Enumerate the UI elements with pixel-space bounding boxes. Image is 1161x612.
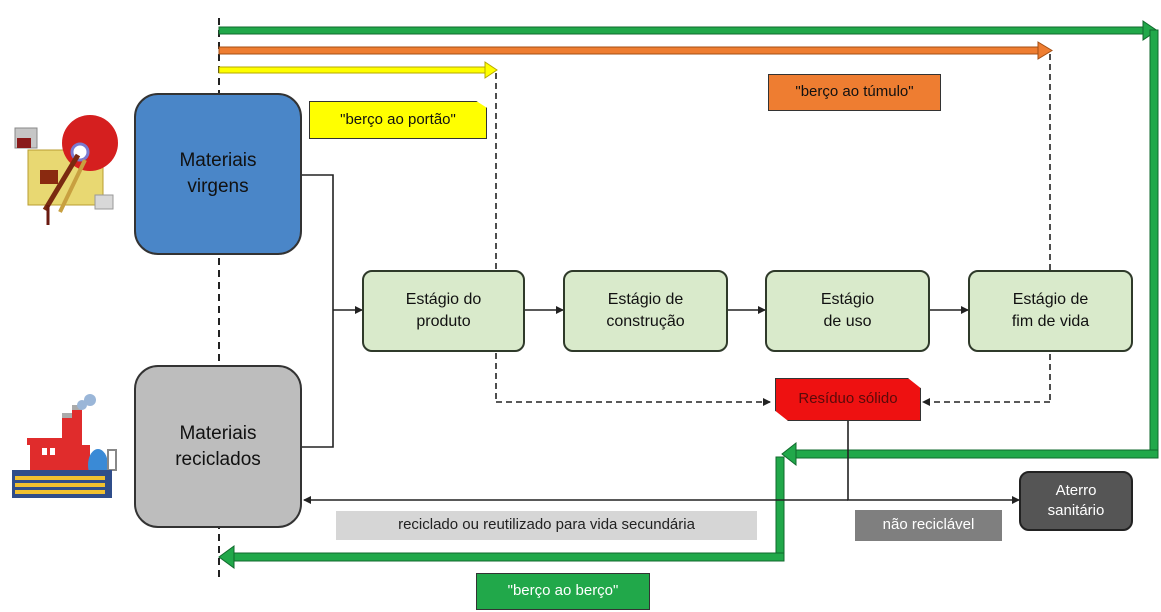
landfill-box: Aterro sanitário (1019, 471, 1133, 531)
stage-construction: Estágio de construção (563, 270, 728, 352)
cradle-to-grave-arrow (218, 41, 1053, 60)
cradle-to-grave-label: "berço ao túmulo" (768, 74, 941, 111)
stage-use: Estágio de uso (765, 270, 930, 352)
recycled-materials-box: Materiais reciclados (134, 365, 302, 528)
non-recyclable-label: não reciclável (855, 510, 1002, 541)
cradle-to-cradle-label: "berço ao berço" (476, 573, 650, 610)
solid-waste-box: Resíduo sólido (775, 378, 921, 421)
stage-end-of-life: Estágio de fim de vida (968, 270, 1133, 352)
cradle-to-gate-arrow (218, 61, 498, 79)
cradle-to-gate-label: "berço ao portão" (309, 101, 487, 139)
stage-product: Estágio do produto (362, 270, 525, 352)
cradle-to-cradle-top-arrow (218, 20, 1159, 467)
waste-to-landfill-arrow (847, 420, 1020, 504)
cradle-to-cradle-return-arrow (218, 456, 785, 569)
recycled-flow-label: reciclado ou reutilizado para vida secun… (336, 511, 757, 540)
recycled-material-connector (302, 310, 334, 448)
virgin-materials-box: Materiais virgens (134, 93, 302, 255)
mining-excavator-icon (14, 115, 118, 225)
factory-icon (12, 394, 117, 498)
virgin-material-connector (302, 174, 334, 310)
